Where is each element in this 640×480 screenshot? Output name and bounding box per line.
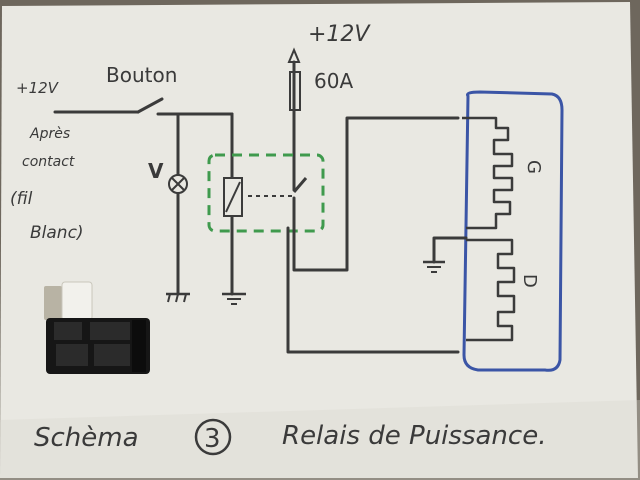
caption-number: 3 (204, 424, 221, 454)
ground-symbol-coil (222, 292, 246, 305)
ground-symbol-lamp (166, 292, 190, 303)
filament-lower (466, 238, 516, 342)
bulb-label-lower: D (519, 274, 540, 288)
caption-left: Schèma (34, 423, 139, 453)
lamp-label: V (148, 159, 164, 183)
paper-shadow (0, 400, 640, 480)
side-note-line-4: Blanc) (30, 223, 84, 243)
side-note-line-3: (fil (10, 189, 33, 209)
lamp-cross-2 (171, 177, 185, 191)
fuse-label: 60A (314, 69, 353, 93)
bulb-label-upper: G (523, 160, 544, 174)
ground-symbol-bulb (423, 260, 445, 273)
relay-output-wire (292, 116, 460, 272)
bulb-outline (462, 90, 564, 372)
bulb-ground-wire (432, 236, 468, 264)
caption-right: Relais de Puissance. (282, 421, 546, 451)
relay-dashed-box (207, 153, 325, 233)
side-note-line-1: Après (29, 126, 70, 142)
relay-device-photo (44, 281, 150, 374)
relay-output-wire-lower (286, 226, 460, 354)
switch-blade (136, 97, 164, 114)
relay-coil-slash (225, 181, 241, 213)
filament-upper (462, 116, 514, 230)
switch-label: Bouton (106, 63, 177, 87)
caption-number-circle (194, 418, 232, 456)
supply-left-label: +12V (16, 79, 60, 97)
supply-top-label: +12V (308, 22, 371, 47)
relay-contact-blade (292, 177, 308, 193)
side-note-line-2: contact (22, 154, 75, 170)
